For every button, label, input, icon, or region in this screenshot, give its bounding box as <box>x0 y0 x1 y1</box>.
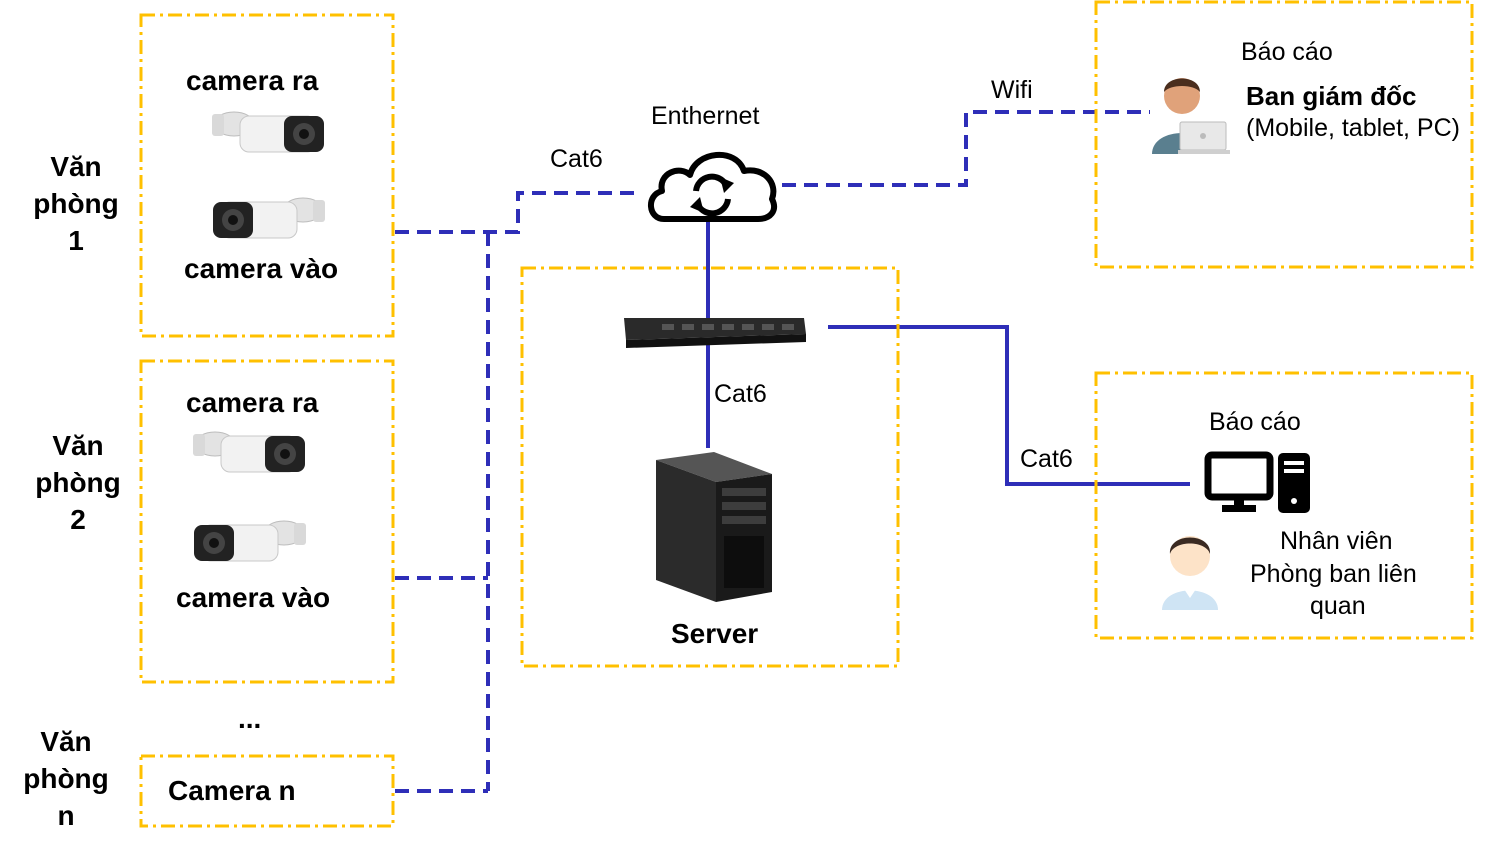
staff-person-icon <box>1162 536 1218 610</box>
switch-staff-link <box>828 325 1190 486</box>
desktop-computer-icon <box>1204 451 1310 513</box>
staff-line1: Nhân viên <box>1280 527 1393 555</box>
staff-cat6-label: Cat6 <box>1020 445 1073 473</box>
officen-label: Văn phòng n <box>10 723 122 834</box>
server-box <box>520 266 900 668</box>
staff-box <box>1094 371 1474 640</box>
server-label: Server <box>671 618 759 649</box>
management-title: Ban giám đốc <box>1246 81 1417 111</box>
cloud-label: Enthernet <box>651 102 760 130</box>
bullet-camera-icon <box>194 520 306 562</box>
office2-label-line3: 2 <box>70 504 86 535</box>
office2-box <box>139 359 395 684</box>
office2-camera-out-label: camera ra <box>186 387 319 418</box>
office2-label-line1: Văn <box>52 430 104 461</box>
wifi-label: Wifi <box>991 76 1033 104</box>
staff-line2: Phòng ban liên <box>1250 560 1417 588</box>
person-laptop-icon <box>1152 78 1230 154</box>
server-cat6-label: Cat6 <box>714 380 767 408</box>
office2-label-line2: phòng <box>35 467 121 498</box>
bullet-camera-icon <box>212 111 324 153</box>
office1-camera-in-label: camera vào <box>184 253 339 284</box>
officen-camera-label: Camera n <box>168 775 296 806</box>
office1-box <box>139 13 395 338</box>
officen-label-line3: n <box>57 800 75 831</box>
management-report-label: Báo cáo <box>1241 38 1333 66</box>
office1-camera-out-label: camera ra <box>186 65 319 96</box>
staff-report-label: Báo cáo <box>1209 408 1301 436</box>
bullet-camera-icon <box>213 197 325 239</box>
office-cat6-label: Cat6 <box>550 145 603 173</box>
bullet-camera-icon <box>193 431 305 473</box>
network-switch-icon <box>624 318 806 348</box>
server-tower-icon <box>656 452 772 602</box>
office1-label-line2: phòng <box>33 188 119 219</box>
office2-label: Văn phòng 2 <box>22 427 134 538</box>
office1-link-dashed <box>395 191 638 234</box>
officen-label-line2: phòng <box>23 763 109 794</box>
officen-label-line1: Văn <box>40 726 92 757</box>
management-box <box>1094 0 1474 269</box>
wifi-link-dashed <box>782 110 1150 187</box>
management-devices: (Mobile, tablet, PC) <box>1246 114 1460 142</box>
office2-camera-in-label: camera vào <box>176 582 331 613</box>
office1-label-line3: 1 <box>68 225 84 256</box>
office1-label: Văn phòng 1 <box>20 148 132 259</box>
more-offices-ellipsis: ... <box>238 703 262 734</box>
cloud-sync-icon <box>648 152 778 222</box>
office1-label-line1: Văn <box>50 151 102 182</box>
staff-line3: quan <box>1310 592 1366 620</box>
